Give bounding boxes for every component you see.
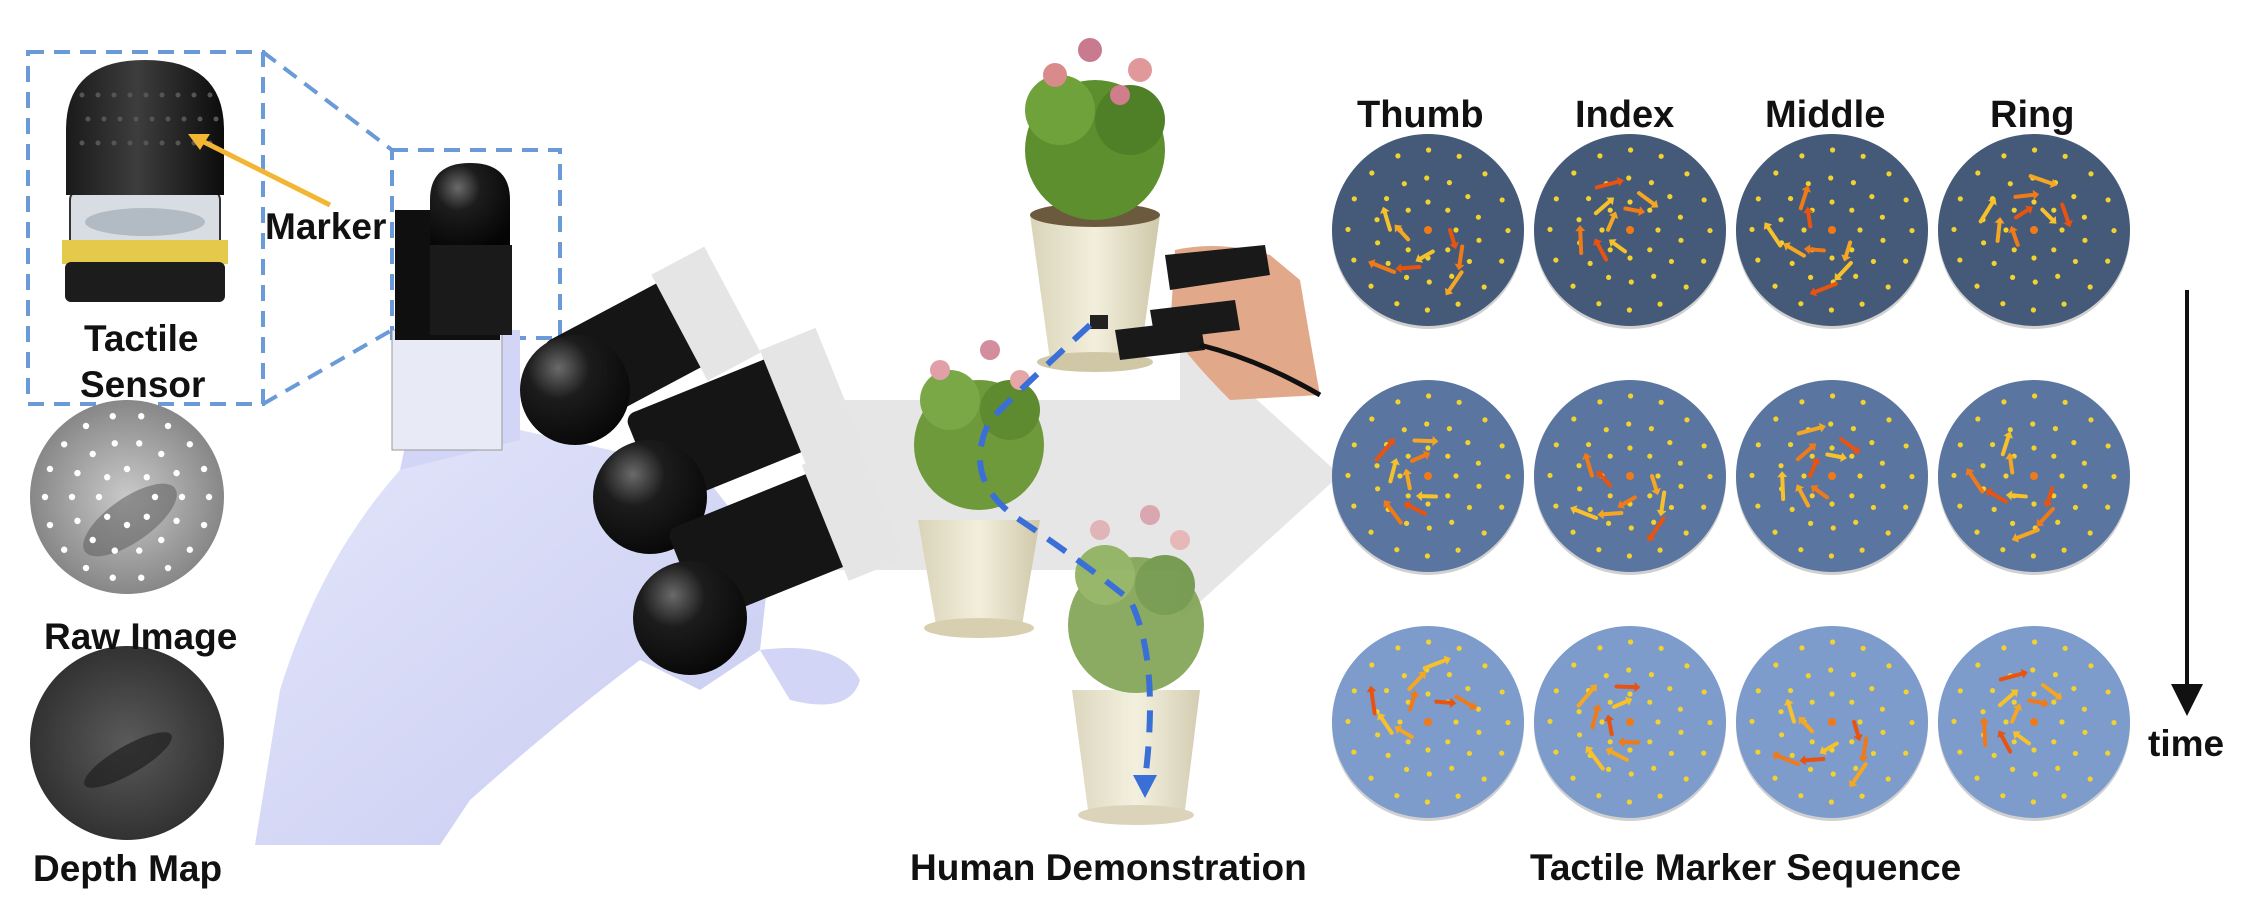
middle-cap (593, 440, 707, 554)
time-label: time (2148, 723, 2225, 764)
tactile-cell-middle-t2 (1736, 380, 1928, 575)
raw-image-label: Raw Image (44, 616, 238, 657)
ring-cap (633, 561, 747, 675)
depth-map (30, 646, 224, 840)
plant-top (1025, 38, 1165, 372)
column-header-index: Index (1575, 94, 1675, 136)
raw-image-markers (41, 413, 213, 581)
tactile-marker-sequence-label: Tactile Marker Sequence (1530, 847, 1962, 888)
marker-label: Marker (265, 206, 387, 247)
index-cap (520, 335, 630, 445)
marker-pointer (194, 135, 332, 208)
tactile-sensor-label-line2: Sensor (80, 364, 206, 405)
robot-hand (255, 163, 905, 845)
sensor-dome (66, 60, 224, 195)
tactile-cell-ring-t3 (1938, 626, 2130, 821)
tactile-cell-middle-t1 (1736, 134, 1928, 329)
thumb-cap (430, 163, 510, 245)
tactile-cell-middle-t3 (1736, 626, 1928, 821)
column-header-ring: Ring (1990, 94, 2075, 136)
depth-map-label: Depth Map (33, 848, 223, 889)
human-hand (1115, 245, 1322, 400)
tactile-cell-thumb-t1 (1332, 134, 1524, 329)
tactile-sensor-inset (26, 50, 562, 406)
tactile-cell-thumb-t2 (1332, 380, 1524, 575)
column-header-thumb: Thumb (1357, 94, 1484, 136)
tactile-grid (1332, 134, 2130, 821)
human-demonstration-label: Human Demonstration (910, 847, 1307, 888)
tactile-cell-index-t2 (1534, 380, 1726, 575)
tactile-sensor-label-line1: Tactile (84, 318, 199, 359)
column-header-middle: Middle (1765, 94, 1886, 136)
demo-trajectory (977, 322, 1153, 781)
tactile-cell-index-t3 (1534, 626, 1726, 821)
tactile-cell-index-t1 (1534, 134, 1726, 329)
tactile-cell-thumb-t3 (1332, 626, 1524, 821)
tactile-cell-ring-t2 (1938, 380, 2130, 575)
tactile-cell-ring-t1 (1938, 134, 2130, 329)
